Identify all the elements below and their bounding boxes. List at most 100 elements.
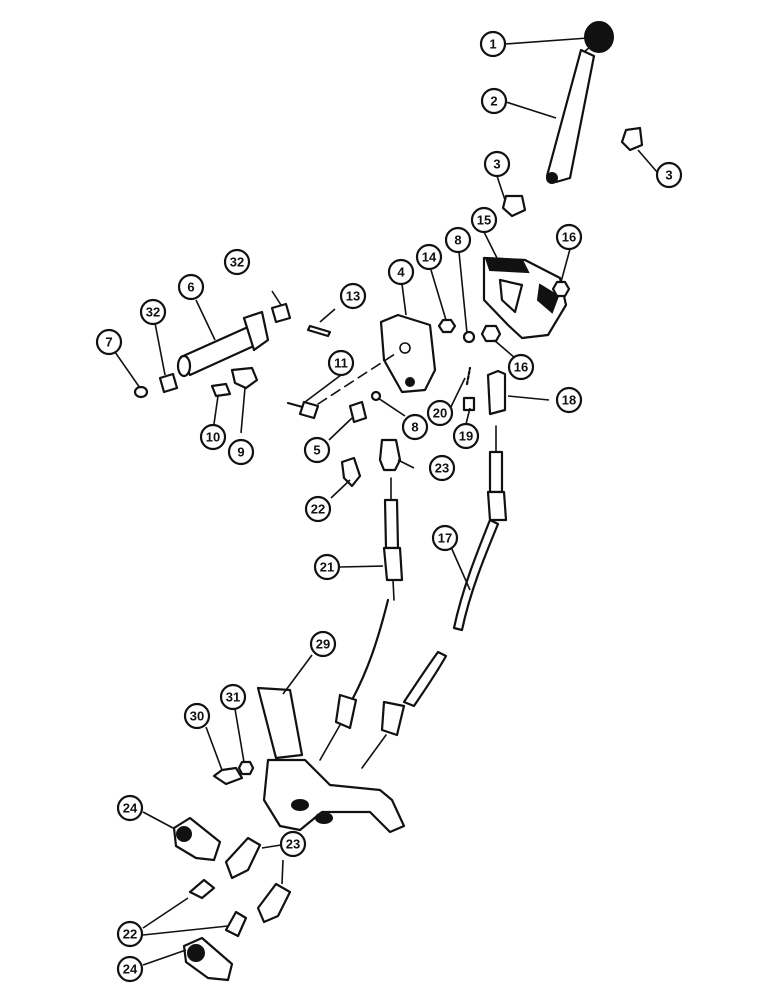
svg-text:1: 1 [489, 37, 496, 52]
part-pin-20 [465, 366, 472, 386]
callout-9: 9 [227, 438, 255, 466]
part-block-18 [486, 369, 507, 416]
callout-13: 13 [339, 282, 367, 310]
part-guide-plate [482, 256, 568, 340]
callout-3a: 3 [483, 150, 511, 178]
svg-text:24: 24 [123, 801, 138, 816]
callout-5: 5 [303, 436, 331, 464]
part-clip-right [620, 126, 644, 152]
callout-24b: 24 [116, 955, 144, 983]
part-clip-center [501, 194, 527, 218]
svg-text:32: 32 [146, 305, 160, 320]
svg-text:4: 4 [397, 265, 405, 280]
svg-text:11: 11 [334, 356, 348, 371]
callout-8b: 8 [401, 413, 429, 441]
part-bolt-30 [212, 766, 244, 786]
part-clip-10 [210, 382, 232, 398]
svg-text:19: 19 [459, 429, 473, 444]
part-bracket [379, 313, 437, 394]
part-knob [582, 21, 614, 54]
callout-10: 10 [199, 423, 227, 451]
svg-text:22: 22 [311, 502, 325, 517]
callout-2: 2 [480, 87, 508, 115]
svg-text:22: 22 [123, 927, 137, 942]
svg-text:8: 8 [454, 233, 461, 248]
svg-text:5: 5 [313, 443, 320, 458]
svg-text:8: 8 [411, 420, 418, 435]
callout-16a: 16 [555, 223, 583, 251]
part-pin-13 [306, 324, 332, 338]
callout-19: 19 [452, 422, 480, 450]
svg-text:18: 18 [562, 393, 576, 408]
part-nut-small [437, 318, 457, 334]
part-bushing-32-upper [270, 302, 292, 324]
part-washer-upper [462, 330, 476, 344]
part-shaft [176, 310, 270, 378]
part-arm-9 [230, 366, 259, 390]
svg-text:20: 20 [433, 406, 447, 421]
assembly-line [317, 351, 399, 405]
part-washer-7 [133, 385, 149, 399]
callout-6: 6 [177, 273, 205, 301]
callout-14: 14 [415, 243, 443, 271]
part-clevis-lower-2 [256, 882, 292, 924]
callout-22a: 22 [304, 495, 332, 523]
callout-30: 30 [183, 702, 211, 730]
part-lever-upper [172, 816, 222, 862]
svg-text:14: 14 [422, 250, 437, 265]
part-shift-lever [545, 48, 596, 184]
svg-text:30: 30 [190, 709, 204, 724]
svg-text:32: 32 [230, 255, 244, 270]
svg-text:10: 10 [206, 430, 220, 445]
callout-31: 31 [219, 683, 247, 711]
part-clip-lower-2 [224, 910, 248, 938]
callout-16b: 16 [507, 353, 535, 381]
svg-text:31: 31 [226, 690, 240, 705]
svg-text:16: 16 [562, 230, 576, 245]
part-mount-bracket [256, 686, 406, 834]
part-cable-right [361, 425, 508, 769]
svg-text:13: 13 [346, 289, 360, 304]
part-clip-lower-1 [188, 878, 216, 900]
svg-text:23: 23 [286, 837, 300, 852]
callout-1: 1 [479, 30, 507, 58]
callout-18: 18 [555, 386, 583, 414]
svg-text:3: 3 [493, 157, 500, 172]
callout-32b: 32 [139, 298, 167, 326]
part-pin-11 [286, 400, 320, 420]
svg-text:2: 2 [490, 94, 497, 109]
svg-text:17: 17 [438, 531, 452, 546]
callout-4: 4 [387, 258, 415, 286]
part-clevis-upper [378, 438, 402, 472]
svg-text:3: 3 [665, 168, 672, 183]
callout-17: 17 [431, 524, 459, 552]
callout-23b: 23 [279, 830, 307, 858]
svg-text:7: 7 [105, 335, 112, 350]
callout-7: 7 [95, 328, 123, 356]
callout-15: 15 [470, 206, 498, 234]
callout-29: 29 [309, 630, 337, 658]
svg-text:23: 23 [435, 461, 449, 476]
part-pin-19 [462, 396, 476, 412]
part-lever-lower [182, 936, 234, 982]
part-washer-31 [237, 760, 255, 776]
part-bushing [348, 400, 368, 424]
callout-22b: 22 [116, 920, 144, 948]
callout-20: 20 [426, 399, 454, 427]
part-bushing-32-lower [158, 372, 179, 394]
svg-text:16: 16 [514, 360, 528, 375]
part-cable-left [319, 477, 404, 761]
svg-text:9: 9 [237, 445, 244, 460]
callout-32a: 32 [223, 248, 251, 276]
part-clevis-lower-1 [224, 836, 262, 880]
svg-text:6: 6 [187, 280, 194, 295]
svg-text:24: 24 [123, 962, 138, 977]
callout-8a: 8 [444, 226, 472, 254]
callout-23a: 23 [428, 454, 456, 482]
callout-21: 21 [313, 553, 341, 581]
callout-24a: 24 [116, 794, 144, 822]
callout-3b: 3 [655, 161, 683, 189]
svg-text:15: 15 [477, 213, 491, 228]
svg-text:29: 29 [316, 637, 330, 652]
